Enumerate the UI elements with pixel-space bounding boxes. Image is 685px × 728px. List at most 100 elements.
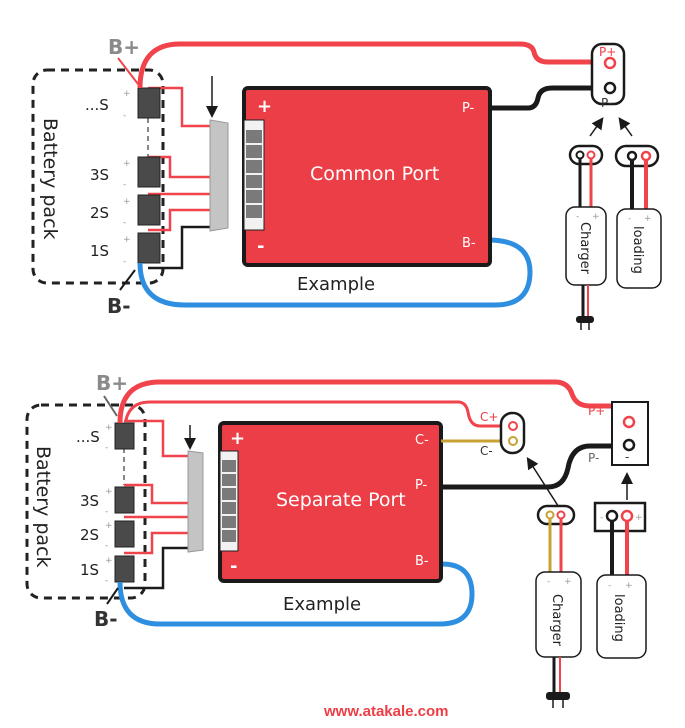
svg-text:-: - — [608, 581, 611, 591]
svg-text:+: + — [644, 214, 652, 224]
cell-label-2s: 2S — [90, 204, 109, 222]
cell-polarity-marks: + - + - + - + - — [105, 423, 113, 586]
svg-text:+: + — [105, 487, 113, 497]
port-p-minus-label: P- — [588, 451, 599, 465]
cell-stack — [114, 422, 135, 583]
p-minus-wire — [490, 85, 600, 111]
svg-text:+: + — [123, 235, 131, 245]
port-c-minus-label: C- — [480, 444, 493, 458]
charger-plug — [536, 504, 576, 526]
svg-text:-: - — [123, 111, 126, 121]
b-plus-label: B+ — [96, 371, 128, 395]
board-title: Common Port — [310, 163, 439, 185]
svg-text:-: - — [576, 212, 579, 222]
charger-label: Charger — [549, 594, 564, 647]
b-minus-sense-wire — [148, 225, 212, 270]
watermark: www.atakale.com — [323, 703, 449, 720]
cell-1s — [137, 232, 161, 264]
b-plus-wire — [117, 379, 628, 424]
p-minus-wire — [441, 443, 628, 490]
svg-text:-: - — [105, 541, 108, 551]
pin-p-minus: P- — [462, 101, 475, 116]
load-to-port-arrow — [618, 117, 633, 137]
svg-text:-: - — [600, 513, 603, 523]
b-minus-wire — [137, 237, 533, 308]
svg-text:-: - — [123, 218, 126, 228]
b-plus-pointer — [117, 57, 139, 85]
charge-port-box — [499, 411, 526, 455]
svg-text:+: + — [564, 577, 572, 587]
svg-text:-: - — [628, 214, 631, 224]
cell-1s — [114, 555, 135, 583]
cell-2s — [137, 194, 161, 226]
cell-label-2s: 2S — [80, 526, 99, 544]
load-body — [596, 574, 647, 659]
port-p-plus-terminal — [622, 415, 636, 429]
svg-text:-: - — [105, 443, 108, 453]
b-plus-label: B+ — [108, 35, 140, 59]
port-c-plus-label: C+ — [480, 410, 498, 424]
port-p-minus-label: P- — [601, 96, 612, 110]
svg-text:+: + — [635, 513, 643, 523]
balance-plug — [209, 119, 229, 232]
balance-plug — [187, 450, 204, 553]
separate-port-diagram: Battery pack ...S 3S 2S 1S + - + - + - +… — [25, 371, 649, 708]
load-label: loading — [630, 226, 645, 274]
port-c-plus-terminal — [508, 421, 518, 431]
cell-label-3s: 3S — [90, 166, 109, 184]
cell-polarity-marks: + - + - + - + - — [123, 89, 131, 267]
socket-pins — [222, 460, 236, 542]
charger-to-port-arrow — [526, 456, 563, 513]
board-minus: - — [257, 236, 264, 257]
charger-plug — [568, 144, 604, 166]
cell-3s — [137, 156, 161, 188]
svg-text:-: - — [105, 507, 108, 517]
port-p-plus-terminal — [603, 56, 617, 70]
port-p-plus-label: P+ — [588, 404, 605, 418]
svg-text:-: - — [123, 180, 126, 190]
pin-p-minus: P- — [415, 478, 428, 493]
b-minus-pointer — [106, 587, 119, 605]
svg-text:+: + — [105, 423, 113, 433]
port-p-plus-label: P+ — [599, 45, 616, 59]
b-minus-label: B- — [94, 607, 118, 631]
charger-to-port-arrow — [589, 117, 604, 137]
port-p-minus-terminal — [603, 81, 617, 95]
load-body — [616, 208, 662, 289]
pin-b-minus: B- — [415, 554, 429, 569]
cell-label-s: ...S — [76, 428, 100, 446]
c-plus-wire — [124, 400, 513, 428]
board-minus: - — [230, 556, 237, 577]
svg-text:+: + — [105, 556, 113, 566]
b-minus-label: B- — [107, 294, 131, 318]
common-port-diagram: Battery pack ...S 3S 2S 1S + - + - + — [31, 35, 662, 330]
svg-text:+: + — [123, 159, 131, 169]
svg-text:+: + — [625, 581, 633, 591]
balance-wires — [124, 419, 190, 555]
load-device: - + - + loading — [593, 501, 647, 659]
svg-text:-: - — [123, 257, 126, 267]
board-plus: + — [257, 96, 272, 117]
caption-example: Example — [283, 594, 361, 615]
mains-plug — [576, 316, 594, 323]
svg-text:+: + — [123, 89, 131, 99]
charger-device: - + Charger — [535, 504, 582, 708]
b-plus-wire — [137, 41, 600, 89]
load-device: - + loading — [614, 144, 662, 289]
caption-example: Example — [297, 274, 375, 295]
cell-s — [137, 87, 161, 119]
cell-3s — [114, 486, 135, 514]
mains-plug — [546, 692, 570, 700]
port-c-minus-terminal — [508, 436, 518, 446]
board-plus: + — [230, 428, 245, 449]
pin-b-minus: B- — [462, 236, 476, 251]
charger-body — [565, 206, 607, 286]
port-minus-sign: - — [625, 450, 629, 464]
pin-c-minus: C- — [415, 433, 429, 448]
battery-pack-outline — [31, 68, 165, 285]
svg-text:-: - — [105, 576, 108, 586]
cell-stack — [137, 87, 161, 264]
svg-text:+: + — [592, 212, 600, 222]
socket-pins — [246, 130, 262, 218]
